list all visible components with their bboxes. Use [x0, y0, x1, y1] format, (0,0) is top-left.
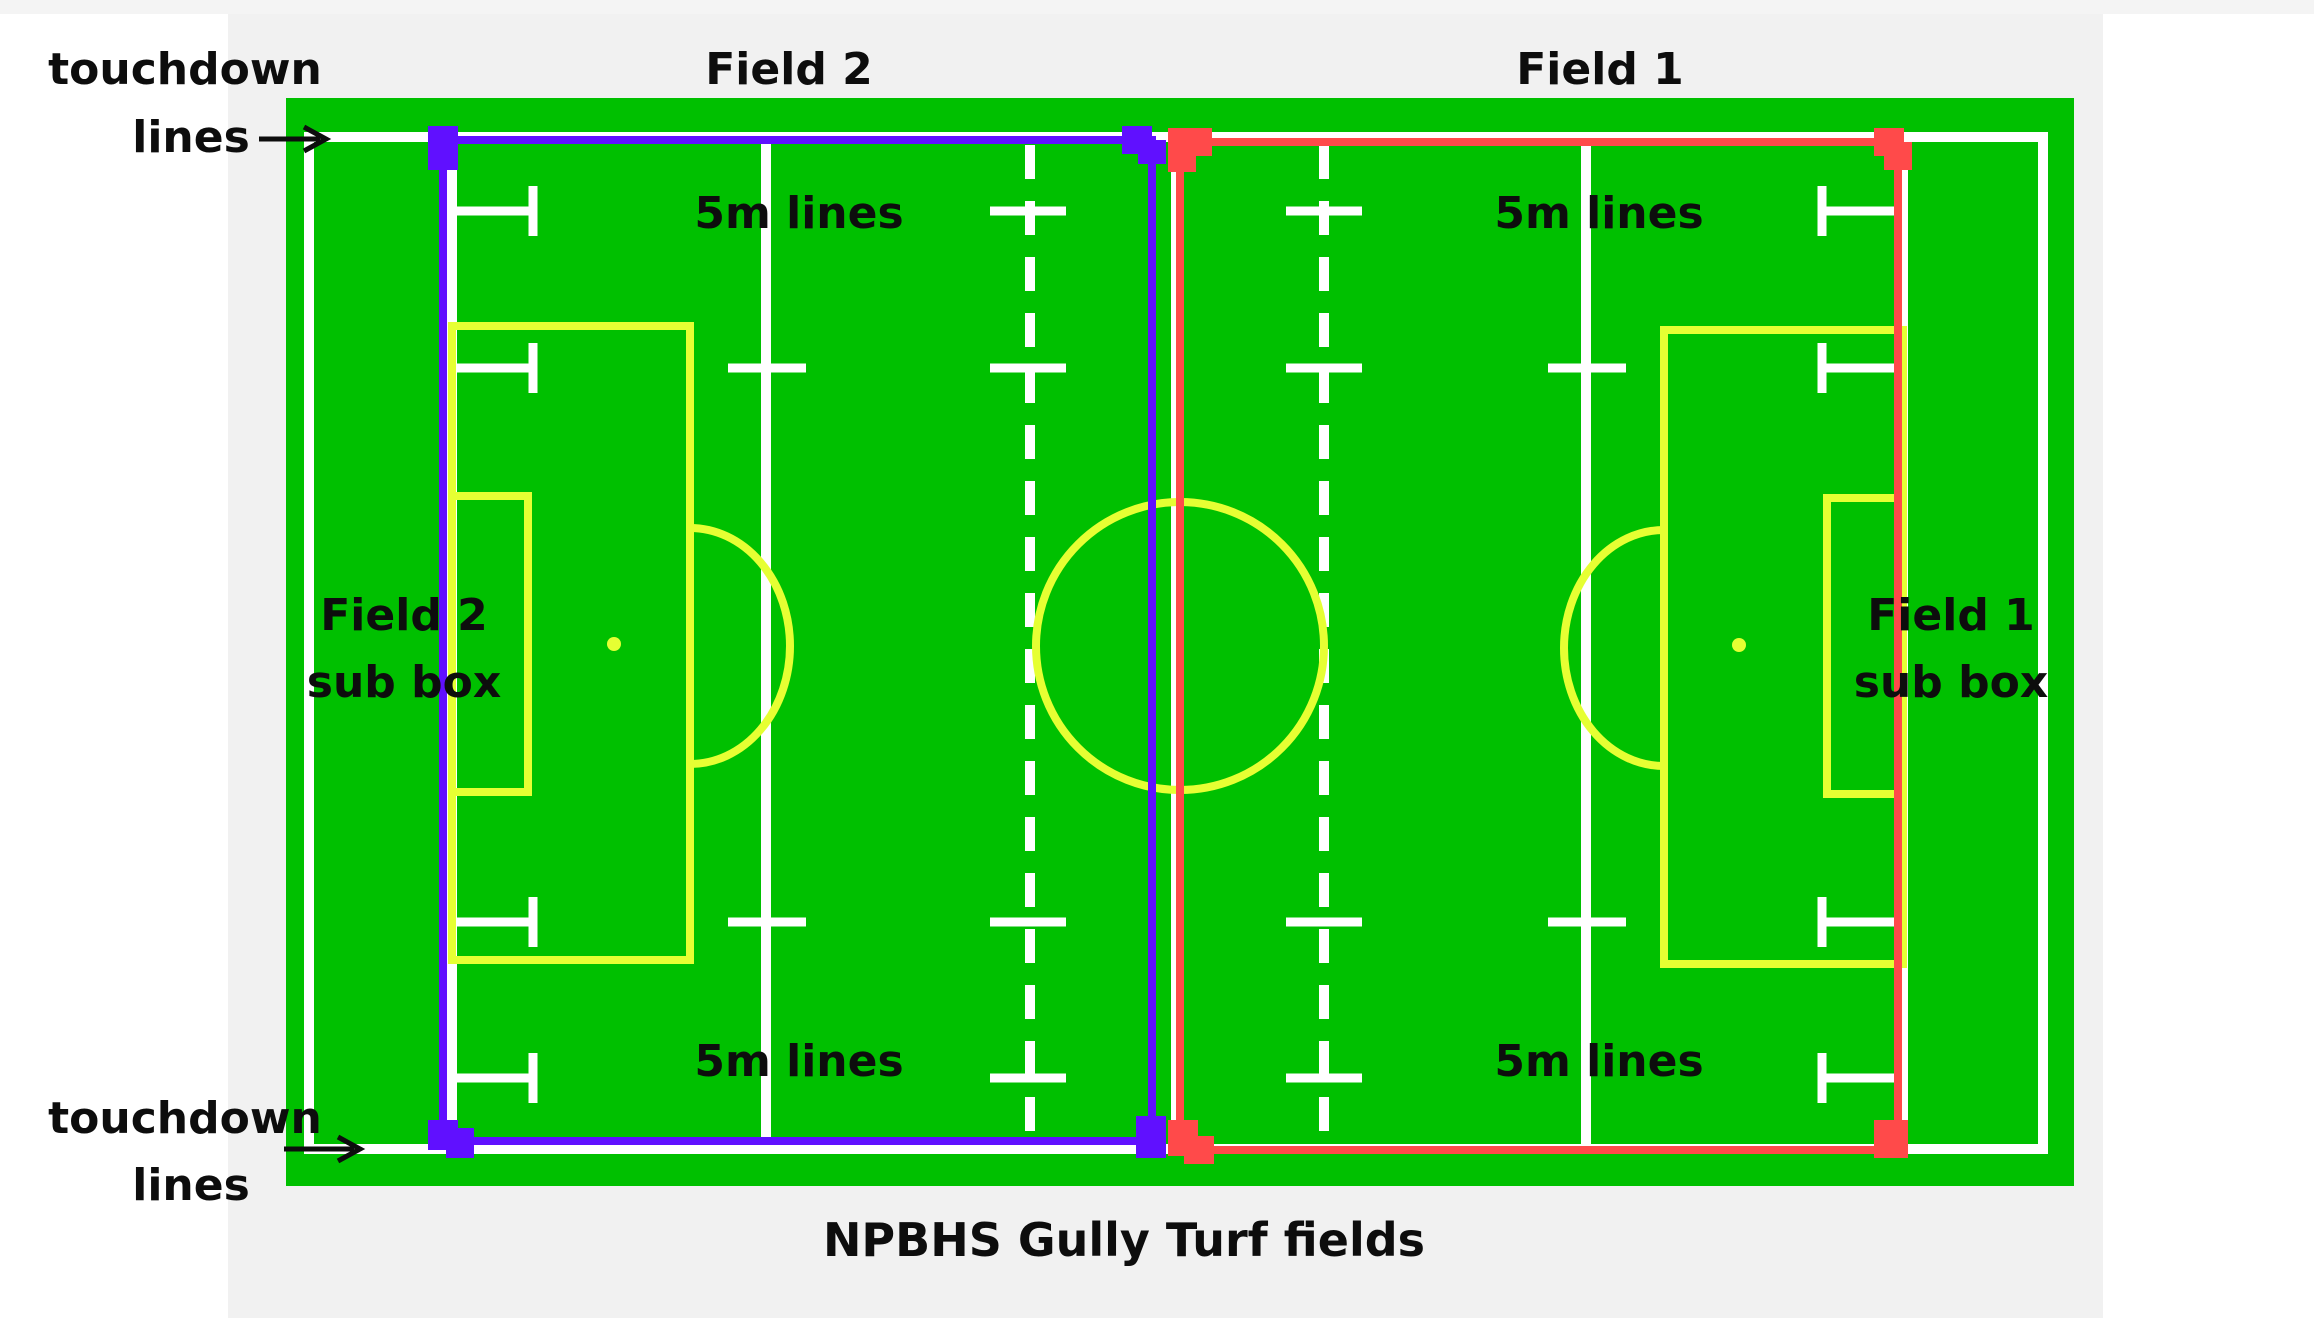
field-2-sub-box-label-1: Field 2 [320, 590, 488, 641]
penalty-spot-left [607, 637, 621, 651]
field-1-boundary [1168, 128, 1912, 1164]
goal-box-left [448, 492, 532, 796]
field-1-5m-label-bottom: 5m lines [1494, 1036, 1703, 1087]
field-1-sub-box-label-1: Field 1 [1867, 590, 2035, 641]
touchdown-label-top-1: touchdown [48, 44, 322, 95]
field-2-5m-label-top: 5m lines [694, 188, 903, 239]
penalty-arc-left [689, 524, 794, 768]
field-2-5m-label-bottom: 5m lines [694, 1036, 903, 1087]
touchdown-label-bottom-2: lines [132, 1160, 250, 1211]
arrow-icon [284, 1134, 366, 1164]
5m-hash-marks [452, 186, 1903, 1103]
goal-box-right [1823, 494, 1907, 798]
penalty-arc-right [1560, 526, 1665, 770]
field-2-sub-box-label-2: sub box [307, 657, 501, 708]
touchdown-label-bottom-1: touchdown [48, 1093, 322, 1144]
field-1-5m-label-top: 5m lines [1494, 188, 1703, 239]
penalty-spot-right [1732, 638, 1746, 652]
field-2-boundary [428, 126, 1166, 1158]
arrow-icon [259, 124, 332, 154]
field-1-title: Field 1 [1516, 44, 1684, 95]
top-strip [0, 0, 2314, 14]
touchdown-arrows [259, 124, 366, 1164]
field-1-sub-box-label-2: sub box [1854, 657, 2048, 708]
field-2-title: Field 2 [705, 44, 873, 95]
touchdown-label-top-2: lines [132, 112, 250, 163]
diagram-caption: NPBHS Gully Turf fields [823, 1213, 1425, 1267]
